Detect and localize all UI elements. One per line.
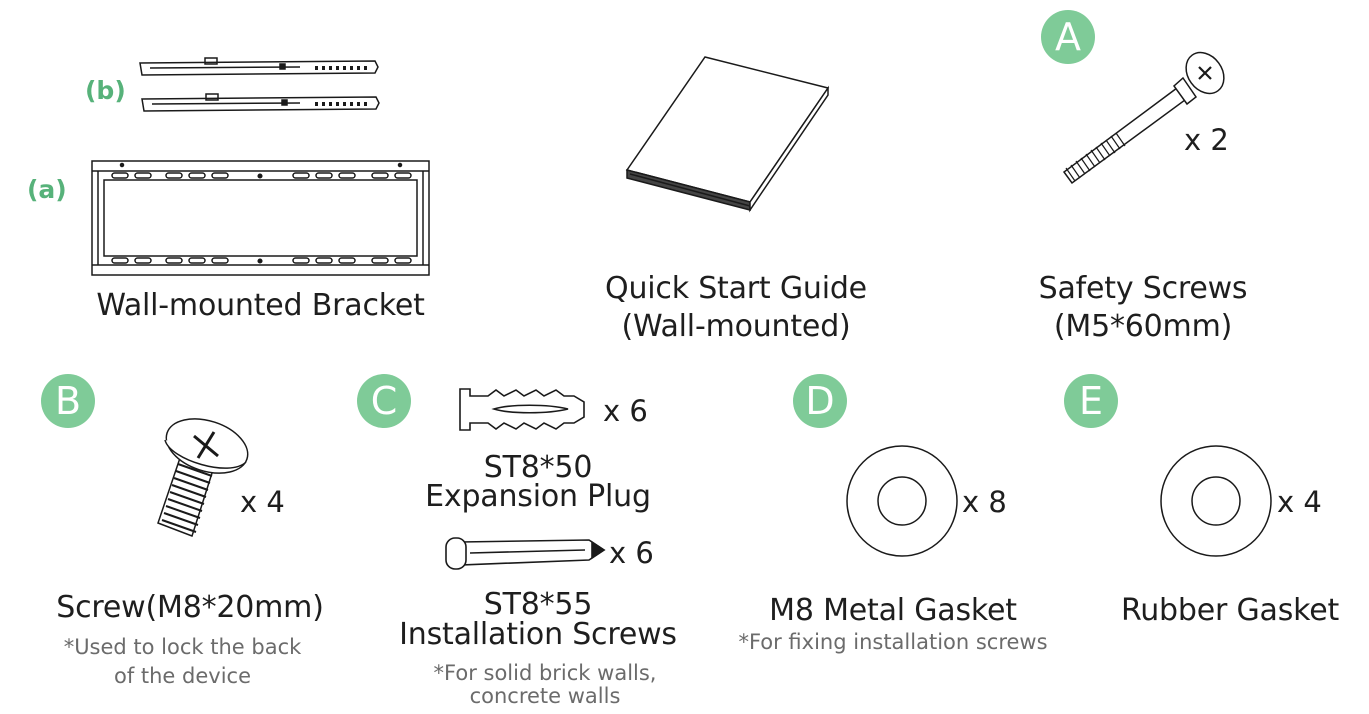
screw-title: Screw(M8*20mm): [56, 590, 324, 625]
install-screws-title-line2: Installation Screws: [399, 617, 677, 652]
sub-label-b: (b): [85, 76, 126, 105]
plug-qty: x 6: [603, 394, 648, 428]
installation-screw-illustration: [445, 537, 606, 570]
badge-d: D: [793, 374, 847, 428]
install-screws-note-line1: *For solid brick walls,: [433, 661, 657, 685]
install-screws-title-line1: ST8*55: [483, 587, 593, 622]
plug-title-line1: ST8*50: [483, 450, 593, 485]
install-screws-note-line2: concrete walls: [469, 684, 621, 708]
bracket-title: Wall-mounted Bracket: [96, 288, 425, 323]
guide-title-line1: Quick Start Guide: [605, 271, 867, 306]
bracket-rail-bottom: [141, 93, 380, 112]
metal-gasket-qty: x 8: [962, 485, 1007, 519]
metal-gasket-illustration: [846, 445, 958, 557]
badge-a: A: [1041, 10, 1095, 64]
badge-c: C: [357, 374, 411, 428]
install-screws-qty: x 6: [609, 536, 654, 570]
safety-screws-title-line1: Safety Screws: [1038, 271, 1248, 306]
rubber-gasket-title: Rubber Gasket: [1120, 593, 1340, 628]
quick-start-guide-booklet: [625, 56, 830, 213]
rubber-gasket-qty: x 4: [1277, 485, 1322, 519]
screw-note-line1: *Used to lock the back: [63, 635, 302, 659]
guide-title-line2: (Wall-mounted): [621, 309, 851, 344]
wall-bracket-frame: [91, 160, 430, 276]
badge-b: B: [41, 374, 95, 428]
safety-screws-qty: x 2: [1184, 123, 1229, 157]
sub-label-a: (a): [27, 175, 67, 204]
plug-title-line2: Expansion Plug: [425, 479, 651, 514]
rubber-gasket-illustration: [1160, 445, 1272, 557]
metal-gasket-title: M8 Metal Gasket: [769, 593, 1017, 628]
safety-screws-title-line2: (M5*60mm): [1053, 309, 1233, 344]
screw-qty: x 4: [240, 485, 285, 519]
bracket-rail-top: [139, 57, 379, 76]
safety-screw-illustration: [1062, 51, 1225, 185]
expansion-plug-illustration: [459, 388, 585, 431]
badge-e: E: [1064, 374, 1118, 428]
metal-gasket-note: *For fixing installation screws: [738, 630, 1048, 654]
screw-note-line2: of the device: [113, 664, 252, 688]
m8-screw-illustration: [157, 418, 249, 537]
